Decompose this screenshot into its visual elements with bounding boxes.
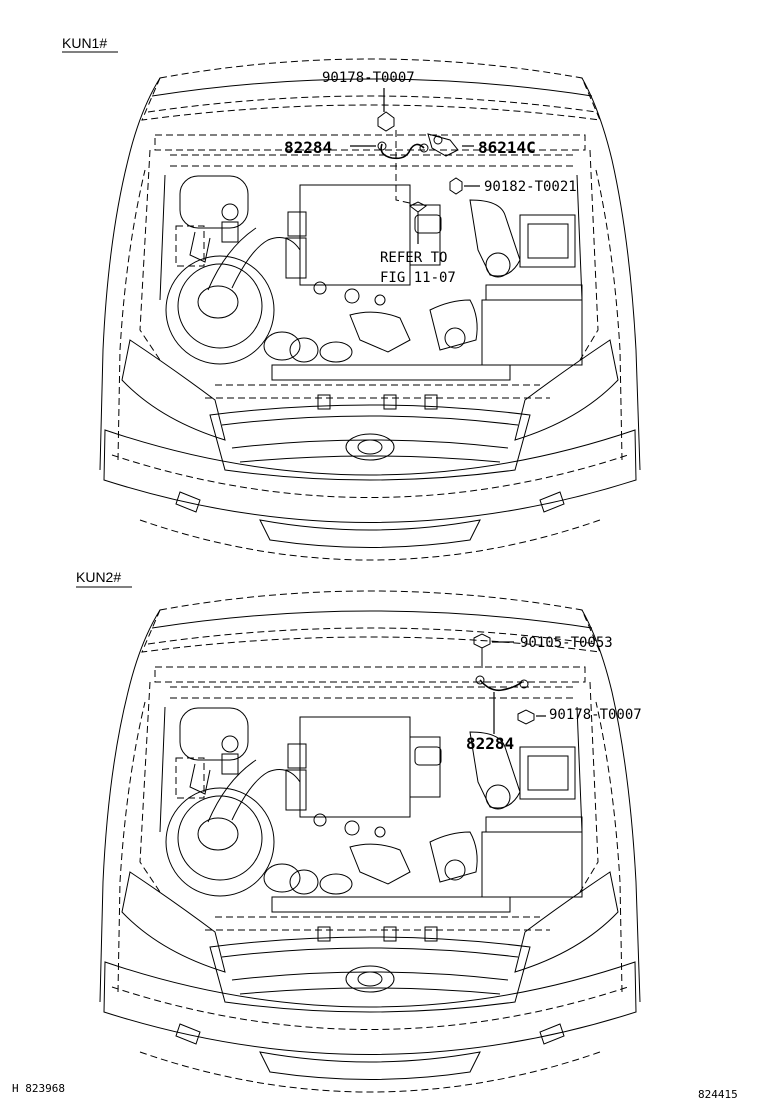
section-kun1: KUN1# 90178-T0007 82284 bbox=[62, 35, 641, 561]
bolt-icon bbox=[473, 633, 491, 668]
connector-icon bbox=[409, 201, 427, 232]
engine-bay-drawing bbox=[99, 590, 641, 1093]
clip-nut-icon bbox=[377, 111, 395, 132]
part-number-label: 90178-T0007 bbox=[549, 707, 642, 723]
engine-bay-drawing bbox=[99, 58, 641, 561]
part-number-label: 82284 bbox=[284, 138, 332, 157]
part-number-label: 90182-T0021 bbox=[484, 179, 577, 195]
clip-nut-icon bbox=[517, 709, 535, 725]
section-kun2: KUN2# 90105-T0053 90178-T0007 82284 bbox=[76, 569, 642, 1093]
reference-note-line1: REFER TO bbox=[380, 250, 447, 266]
reference-note-line2: FIG 11-07 bbox=[380, 270, 456, 286]
section-code: KUN2# bbox=[76, 569, 121, 585]
bolt-icon bbox=[449, 177, 463, 195]
part-number-label: 86214C bbox=[478, 138, 536, 157]
ground-wire-icon bbox=[475, 675, 529, 692]
part-number-label: 90105-T0053 bbox=[520, 635, 613, 651]
part-number-label: 82284 bbox=[466, 734, 514, 753]
ground-wire-icon bbox=[377, 141, 429, 160]
section-code: KUN1# bbox=[62, 35, 107, 51]
figure-id-right: 824415 bbox=[698, 1088, 738, 1101]
figure-id-left: H 823968 bbox=[12, 1082, 65, 1095]
horn-bracket-icon bbox=[427, 133, 459, 157]
part-number-label: 90178-T0007 bbox=[322, 70, 415, 86]
